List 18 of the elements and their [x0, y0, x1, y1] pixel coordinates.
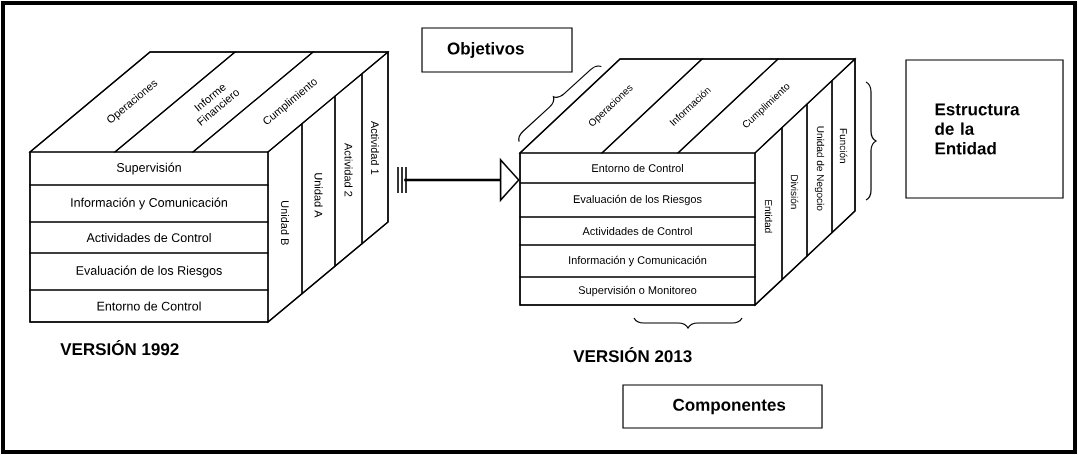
component-row: Entorno de Control — [519, 152, 756, 184]
component-row: Evaluación de los Riesgos — [519, 182, 756, 218]
side-face-band: División — [781, 102, 808, 281]
version-label: VERSIÓN 1992 — [60, 339, 179, 356]
side-face-band: Actividad 1 — [361, 50, 389, 245]
component-row: Entorno de Control — [29, 289, 269, 323]
version-label: VERSIÓN 2013 — [573, 346, 692, 363]
component-row: Actividades de Control — [519, 216, 756, 246]
label-box: Objetivos — [421, 27, 573, 73]
component-row: Información y Comunicación — [519, 244, 756, 278]
side-face-band: Función — [831, 57, 856, 234]
component-row: Supervisión — [29, 151, 269, 186]
component-row: Actividades de Control — [29, 221, 269, 254]
component-row: Supervisión o Monitoreo — [519, 276, 756, 306]
label-box: Componentes — [622, 384, 823, 429]
component-row: Información y Comunicación — [29, 184, 269, 223]
component-row: Evaluación de los Riesgos — [29, 252, 269, 291]
label-box: Estructura de la Entidad — [905, 59, 1064, 199]
